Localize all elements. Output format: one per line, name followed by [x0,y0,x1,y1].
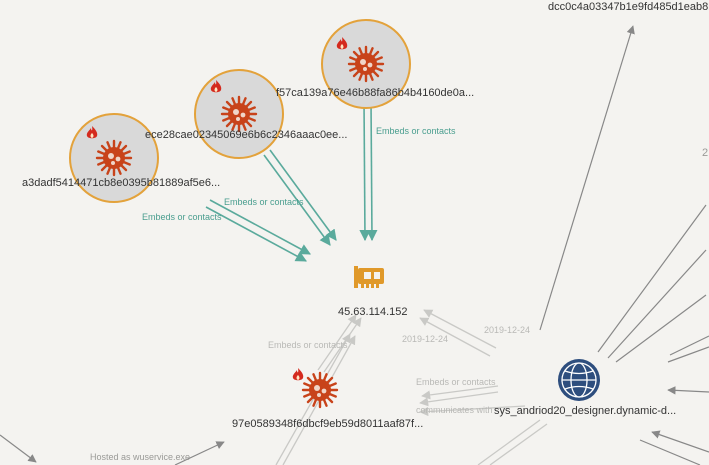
faded-edges [275,309,548,465]
edge-domain-right-7[interactable] [651,430,709,453]
edge-label-m3-ip: Embeds or contacts [376,126,456,136]
edge-bottom-ip-a[interactable] [275,333,351,465]
edge-domain-right-8[interactable] [639,439,701,465]
edge-m4-ip-b[interactable] [323,317,362,373]
edge-domain-ip-b[interactable] [419,317,491,357]
edge-label-right-partial: 2 [702,147,708,159]
edge-domain-m4-b[interactable] [419,391,499,407]
edge-to-top-right-node[interactable] [539,25,635,331]
active-edges [205,99,378,262]
edge-label-m2-ip: Embeds or contacts [224,197,304,207]
edge-domain-bottom-b[interactable] [489,423,548,465]
edge-domain-right-1[interactable] [597,204,707,353]
edge-left-bottom[interactable] [0,434,37,463]
edge-label-m1-ip: Embeds or contacts [142,212,222,222]
edge-domain-right-3[interactable] [615,294,707,363]
malware-node-2-label: ece28cae02345069e6b6c2346aaac0ee... [145,129,347,141]
ip-node-label: 45.63.114.152 [338,306,408,318]
malware-node-1-label: a3dadf5414471cb8e0395b81889af5e6... [22,177,220,189]
malware-node-2[interactable] [194,69,284,159]
edge-label-dom-m4-comm: communicates with [416,405,493,415]
edge-m3-ip-b[interactable] [366,99,378,242]
malware-node-4-label: 97e0589348f6dbcf9eb59d8011aaf87f... [232,418,423,430]
edge-m1-ip-a[interactable] [209,199,311,255]
domain-node[interactable] [558,359,600,401]
edge-hosted-as[interactable] [174,441,225,465]
malware-bug-icon [220,95,258,133]
top-right-node-label: dcc0c4a03347b1e9fd485d1eab8b [548,1,709,13]
edge-m4-ip-a[interactable] [317,314,357,371]
edge-label-hosted: Hosted as wuservice.exe [90,452,190,462]
edge-m3-ip-a[interactable] [359,99,371,242]
edge-m2-ip-a[interactable] [269,149,337,241]
edge-label-dom-m4-embeds: Embeds or contacts [416,377,496,387]
edge-domain-right-4[interactable] [669,335,709,356]
malware-bug-icon [301,371,339,409]
edge-domain-m4-a[interactable] [421,385,499,400]
edge-m1-ip-b[interactable] [205,206,307,262]
dark-edges [0,25,709,465]
edge-m2-ip-b[interactable] [263,154,331,246]
edge-domain-right-5[interactable] [667,346,709,363]
malware-node-3[interactable] [321,19,411,109]
flame-icon [292,368,304,381]
edge-label-m4-ip: Embeds or contacts [268,340,348,350]
edge-domain-ip-a[interactable] [423,309,497,349]
edge-domain-m4-c[interactable] [419,405,526,417]
edge-domain-right-6[interactable] [667,386,709,395]
malware-node-1[interactable] [69,113,159,203]
edge-domain-bottom-a[interactable] [477,419,541,465]
malware-node-4[interactable] [292,368,339,409]
malware-bug-icon [95,139,133,177]
malware-node-3-label: f57ca139a76e46b88fa86b4b4160de0a... [276,87,474,99]
domain-node-label: sys_andriod20_designer.dynamic-d... [494,405,676,417]
ip-node[interactable] [354,266,384,288]
edge-label-date-2: 2019-12-24 [402,334,448,344]
edge-label-date-1: 2019-12-24 [484,325,530,335]
malware-bug-icon [347,45,385,83]
globe-icon [558,359,600,401]
edge-domain-right-2[interactable] [607,249,707,359]
network-card-icon [354,266,384,288]
